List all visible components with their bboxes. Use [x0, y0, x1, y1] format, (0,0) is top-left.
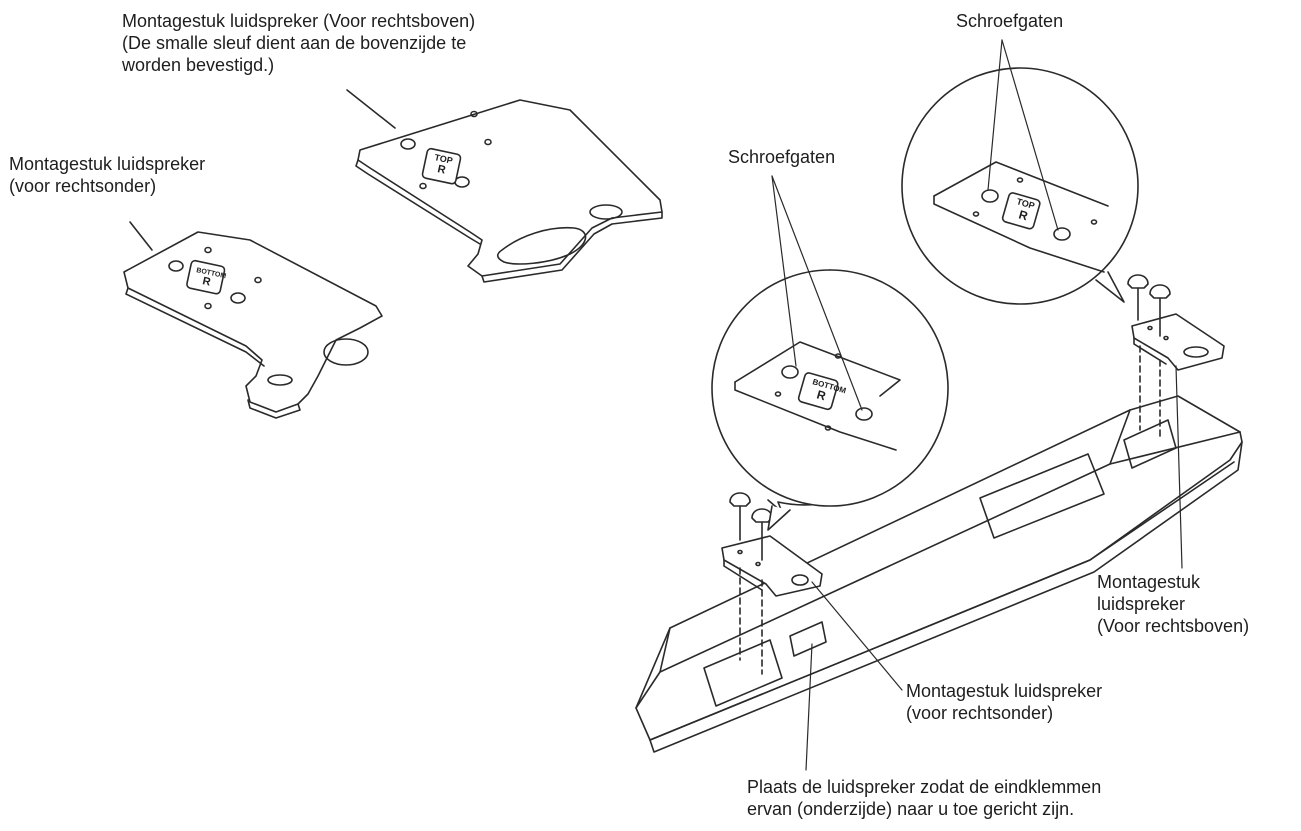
label-mount-right-line: luidspreker [1097, 594, 1186, 614]
side-tag-loose-top: R [436, 163, 446, 176]
screws-bottom [729, 492, 773, 675]
side-tag-loose-bottom: R [201, 275, 211, 288]
label-screw-holes-text: Schroefgaten [728, 147, 836, 167]
label-bottom-bracket-line: (voor rechtsonder) [9, 176, 157, 196]
label-screw-holes-text: Schroefgaten [956, 11, 1064, 31]
label-note-line: ervan (onderzijde) naar u toe gericht zi… [747, 799, 1075, 819]
label-bottom-bracket-line: Montagestuk luidspreker [9, 154, 206, 174]
zoom-circle-bottom [711, 269, 949, 513]
label-mount-right-line: (Voor rechtsboven) [1097, 616, 1250, 636]
label-orientation-note: Plaats de luidspreker zodat de eindklemm… [747, 776, 1101, 820]
bracket-bottom-loose [123, 231, 383, 419]
label-mount-bottom-line: Montagestuk luidspreker [906, 681, 1103, 701]
bracket-bottom-mounted [721, 535, 823, 597]
leader-lines [771, 39, 1183, 771]
zoom-pointer-bottom [767, 505, 791, 531]
label-top-bracket-line: (De smalle sleuf dient aan de bovenzijde… [122, 33, 467, 53]
bracket-top-pointer [346, 89, 396, 129]
bracket-top-loose [355, 99, 663, 283]
label-top-bracket-line: Montagestuk luidspreker (Voor rechtsbove… [122, 11, 476, 31]
label-screw-holes-left: Schroefgaten [728, 146, 835, 168]
label-top-bracket-line: worden bevestigd.) [122, 55, 275, 75]
side-tag-zoom-top: R [1017, 207, 1030, 223]
label-screw-holes-right: Schroefgaten [956, 10, 1063, 32]
top-tag-zoom: TOP [1015, 196, 1035, 211]
label-bottom-bracket: Montagestuk luidspreker (voor rechtsonde… [9, 153, 205, 197]
label-mount-right-line: Montagestuk [1097, 572, 1201, 592]
zoom-pointer-top [1095, 271, 1125, 303]
label-mount-bottom: Montagestuk luidspreker (voor rechtsonde… [906, 680, 1102, 724]
label-mount-right: Montagestuk luidspreker (Voor rechtsbove… [1097, 571, 1249, 637]
bracket-top-mounted [1131, 313, 1225, 371]
screws-top [1127, 274, 1171, 441]
label-top-bracket: Montagestuk luidspreker (Voor rechtsbove… [122, 10, 475, 76]
top-tag-loose: TOP [434, 152, 454, 166]
speaker-bar [635, 395, 1243, 753]
label-mount-bottom-line: (voor rechtsonder) [906, 703, 1054, 723]
side-tag-zoom-bottom: R [815, 387, 828, 403]
label-note-line: Plaats de luidspreker zodat de eindklemm… [747, 777, 1102, 797]
zoom-circle-top [901, 67, 1139, 305]
bracket-bottom-pointer [129, 221, 153, 251]
